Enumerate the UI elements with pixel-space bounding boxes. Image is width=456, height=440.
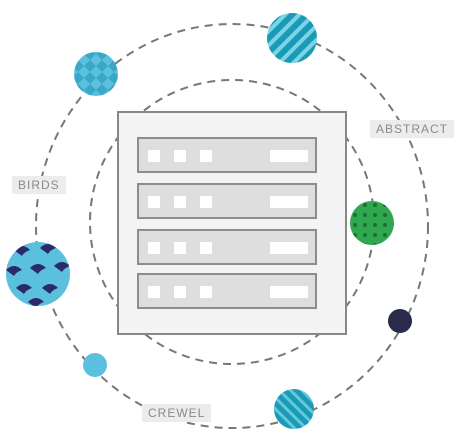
bird-pattern-swatch xyxy=(6,242,70,306)
diamond-pattern-swatch xyxy=(74,52,118,96)
outer-orbit xyxy=(35,23,429,429)
drive-bay-1 xyxy=(137,137,317,173)
drive-bay-2 xyxy=(137,183,317,219)
stripe-pattern-swatch xyxy=(267,13,317,63)
drive-bay-4 xyxy=(137,273,317,309)
drive-bay-3 xyxy=(137,229,317,265)
server-rack-icon xyxy=(117,111,347,335)
label-crewel: CREWEL xyxy=(142,404,212,422)
label-birds: BIRDS xyxy=(12,176,66,194)
dot-pattern-swatch xyxy=(350,201,394,245)
solid-navy-swatch xyxy=(388,309,412,333)
solid-light-blue-swatch xyxy=(83,353,107,377)
label-abstract: ABSTRACT xyxy=(370,120,455,138)
stripe-pattern-swatch-bottom xyxy=(274,389,314,429)
